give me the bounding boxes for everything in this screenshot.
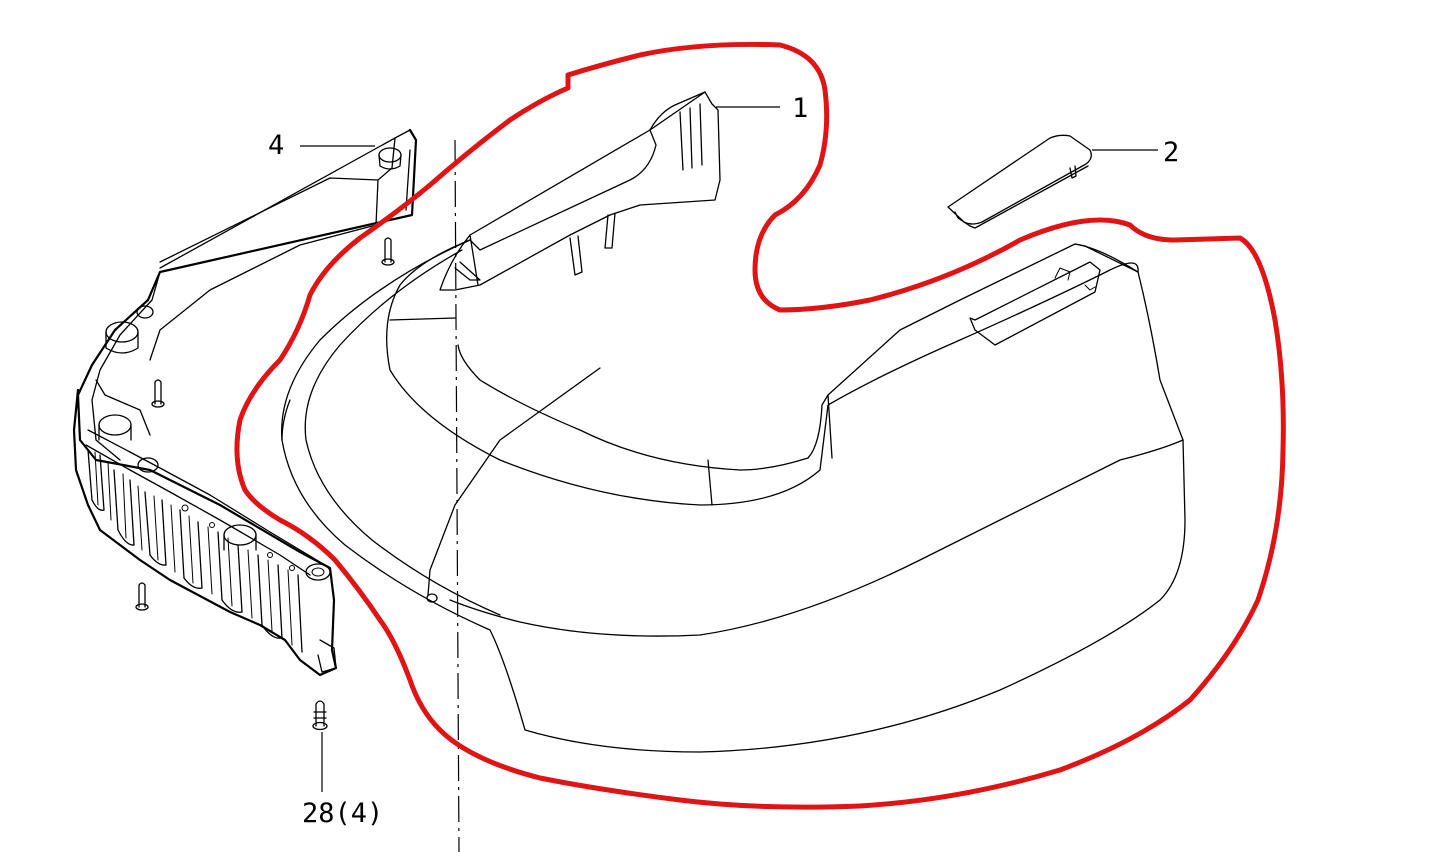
screw-3 bbox=[135, 582, 149, 611]
center-axis-line bbox=[454, 139, 460, 852]
plug-cap-part bbox=[947, 134, 1092, 229]
bumper-rail-part bbox=[72, 128, 418, 677]
callout-1-label: 1 bbox=[792, 93, 808, 124]
callout-2: 2 bbox=[1092, 137, 1179, 168]
callout-28-label: 28(4) bbox=[302, 798, 383, 829]
callout-1: 1 bbox=[716, 93, 808, 124]
callout-4: 4 bbox=[268, 130, 375, 161]
highlight-outline bbox=[234, 41, 1286, 810]
screw-1 bbox=[381, 237, 395, 266]
callout-2-label: 2 bbox=[1163, 137, 1179, 168]
screw-4 bbox=[312, 700, 328, 731]
callout-4-label: 4 bbox=[268, 130, 284, 161]
screws-group bbox=[135, 237, 395, 731]
callout-28: 28(4) bbox=[302, 732, 383, 829]
screw-2 bbox=[151, 379, 165, 408]
cover-housing-part bbox=[281, 91, 1186, 753]
